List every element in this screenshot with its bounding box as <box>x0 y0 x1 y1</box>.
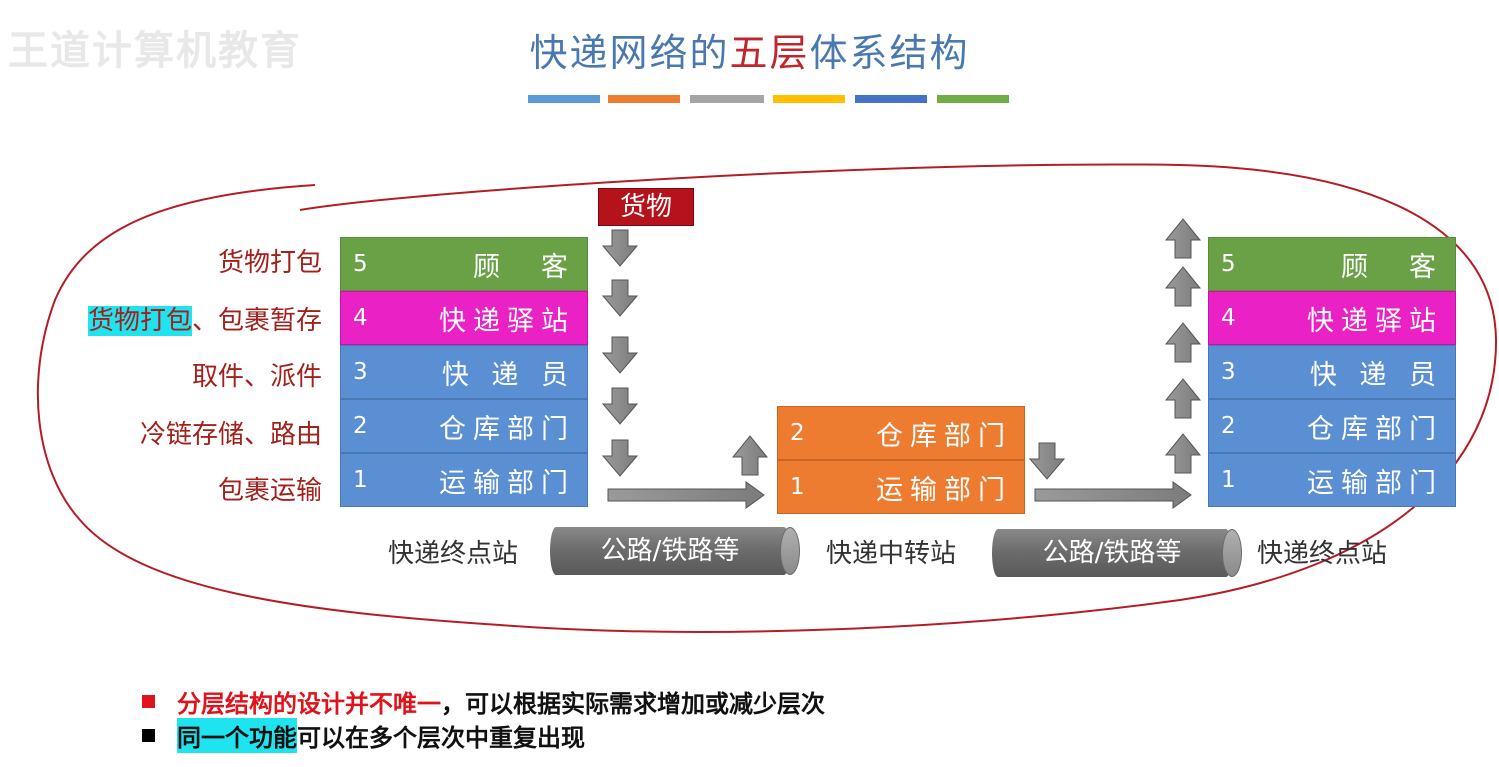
function-label-2: 冷链存储、路由 <box>139 420 322 450</box>
page-title: 快递网络的五层体系结构 <box>0 22 1499 77</box>
up-arrow-icon <box>1164 218 1202 259</box>
cargo-box: 货物 <box>598 188 694 226</box>
function-label-1: 包裹运输 <box>217 476 322 506</box>
down-arrow-icon <box>1028 442 1066 480</box>
black-square-bullet-icon <box>142 728 155 742</box>
bullet-item: 同一个功能可以在多个层次中重复出现 <box>142 717 825 753</box>
color-bar-segment <box>528 95 600 103</box>
color-bar-segment <box>690 95 764 103</box>
down-arrow-icon <box>601 229 639 267</box>
up-arrow-icon <box>1164 433 1202 474</box>
function-label-5: 货物打包 <box>217 248 322 278</box>
function-label-3: 取件、派件 <box>191 362 322 392</box>
right-arrow-icon <box>607 481 765 509</box>
up-arrow-icon <box>1164 322 1202 363</box>
transport-pipe: 公路/铁路等 <box>992 529 1242 577</box>
down-arrow-icon <box>601 439 639 477</box>
red-square-bullet-icon <box>142 694 155 708</box>
down-arrow-icon <box>601 387 639 425</box>
title-highlight: 五层 <box>729 31 810 75</box>
color-bar-segment <box>773 95 845 103</box>
color-bar-segment <box>608 95 680 103</box>
station-label-right: 快递终点站 <box>1257 539 1388 569</box>
color-bar-segment <box>937 95 1009 103</box>
color-bar-segment <box>855 95 927 103</box>
down-arrow-icon <box>601 279 639 317</box>
title-part1: 快递网络的 <box>529 31 730 75</box>
function-label-4: 货物打包、包裹暂存 <box>87 306 322 336</box>
up-arrow-icon <box>731 435 769 476</box>
bullet-item: 分层结构的设计并不唯一，可以根据实际需求增加或减少层次 <box>142 684 825 718</box>
up-arrow-icon <box>1164 378 1202 419</box>
watermark-logo: 王道计算机教育 <box>8 28 302 74</box>
bullet-list: 分层结构的设计并不唯一，可以根据实际需求增加或减少层次 同一个功能可以在多个层次… <box>142 684 825 753</box>
function-label-highlight: 货物打包 <box>87 306 192 336</box>
right-arrow-icon <box>1034 481 1192 509</box>
station-label-middle: 快递中转站 <box>826 539 957 569</box>
up-arrow-icon <box>1164 266 1202 307</box>
station-label-left: 快递终点站 <box>388 539 519 569</box>
down-arrow-icon <box>601 336 639 374</box>
transport-pipe: 公路/铁路等 <box>550 527 800 575</box>
title-part2: 体系结构 <box>809 31 970 75</box>
